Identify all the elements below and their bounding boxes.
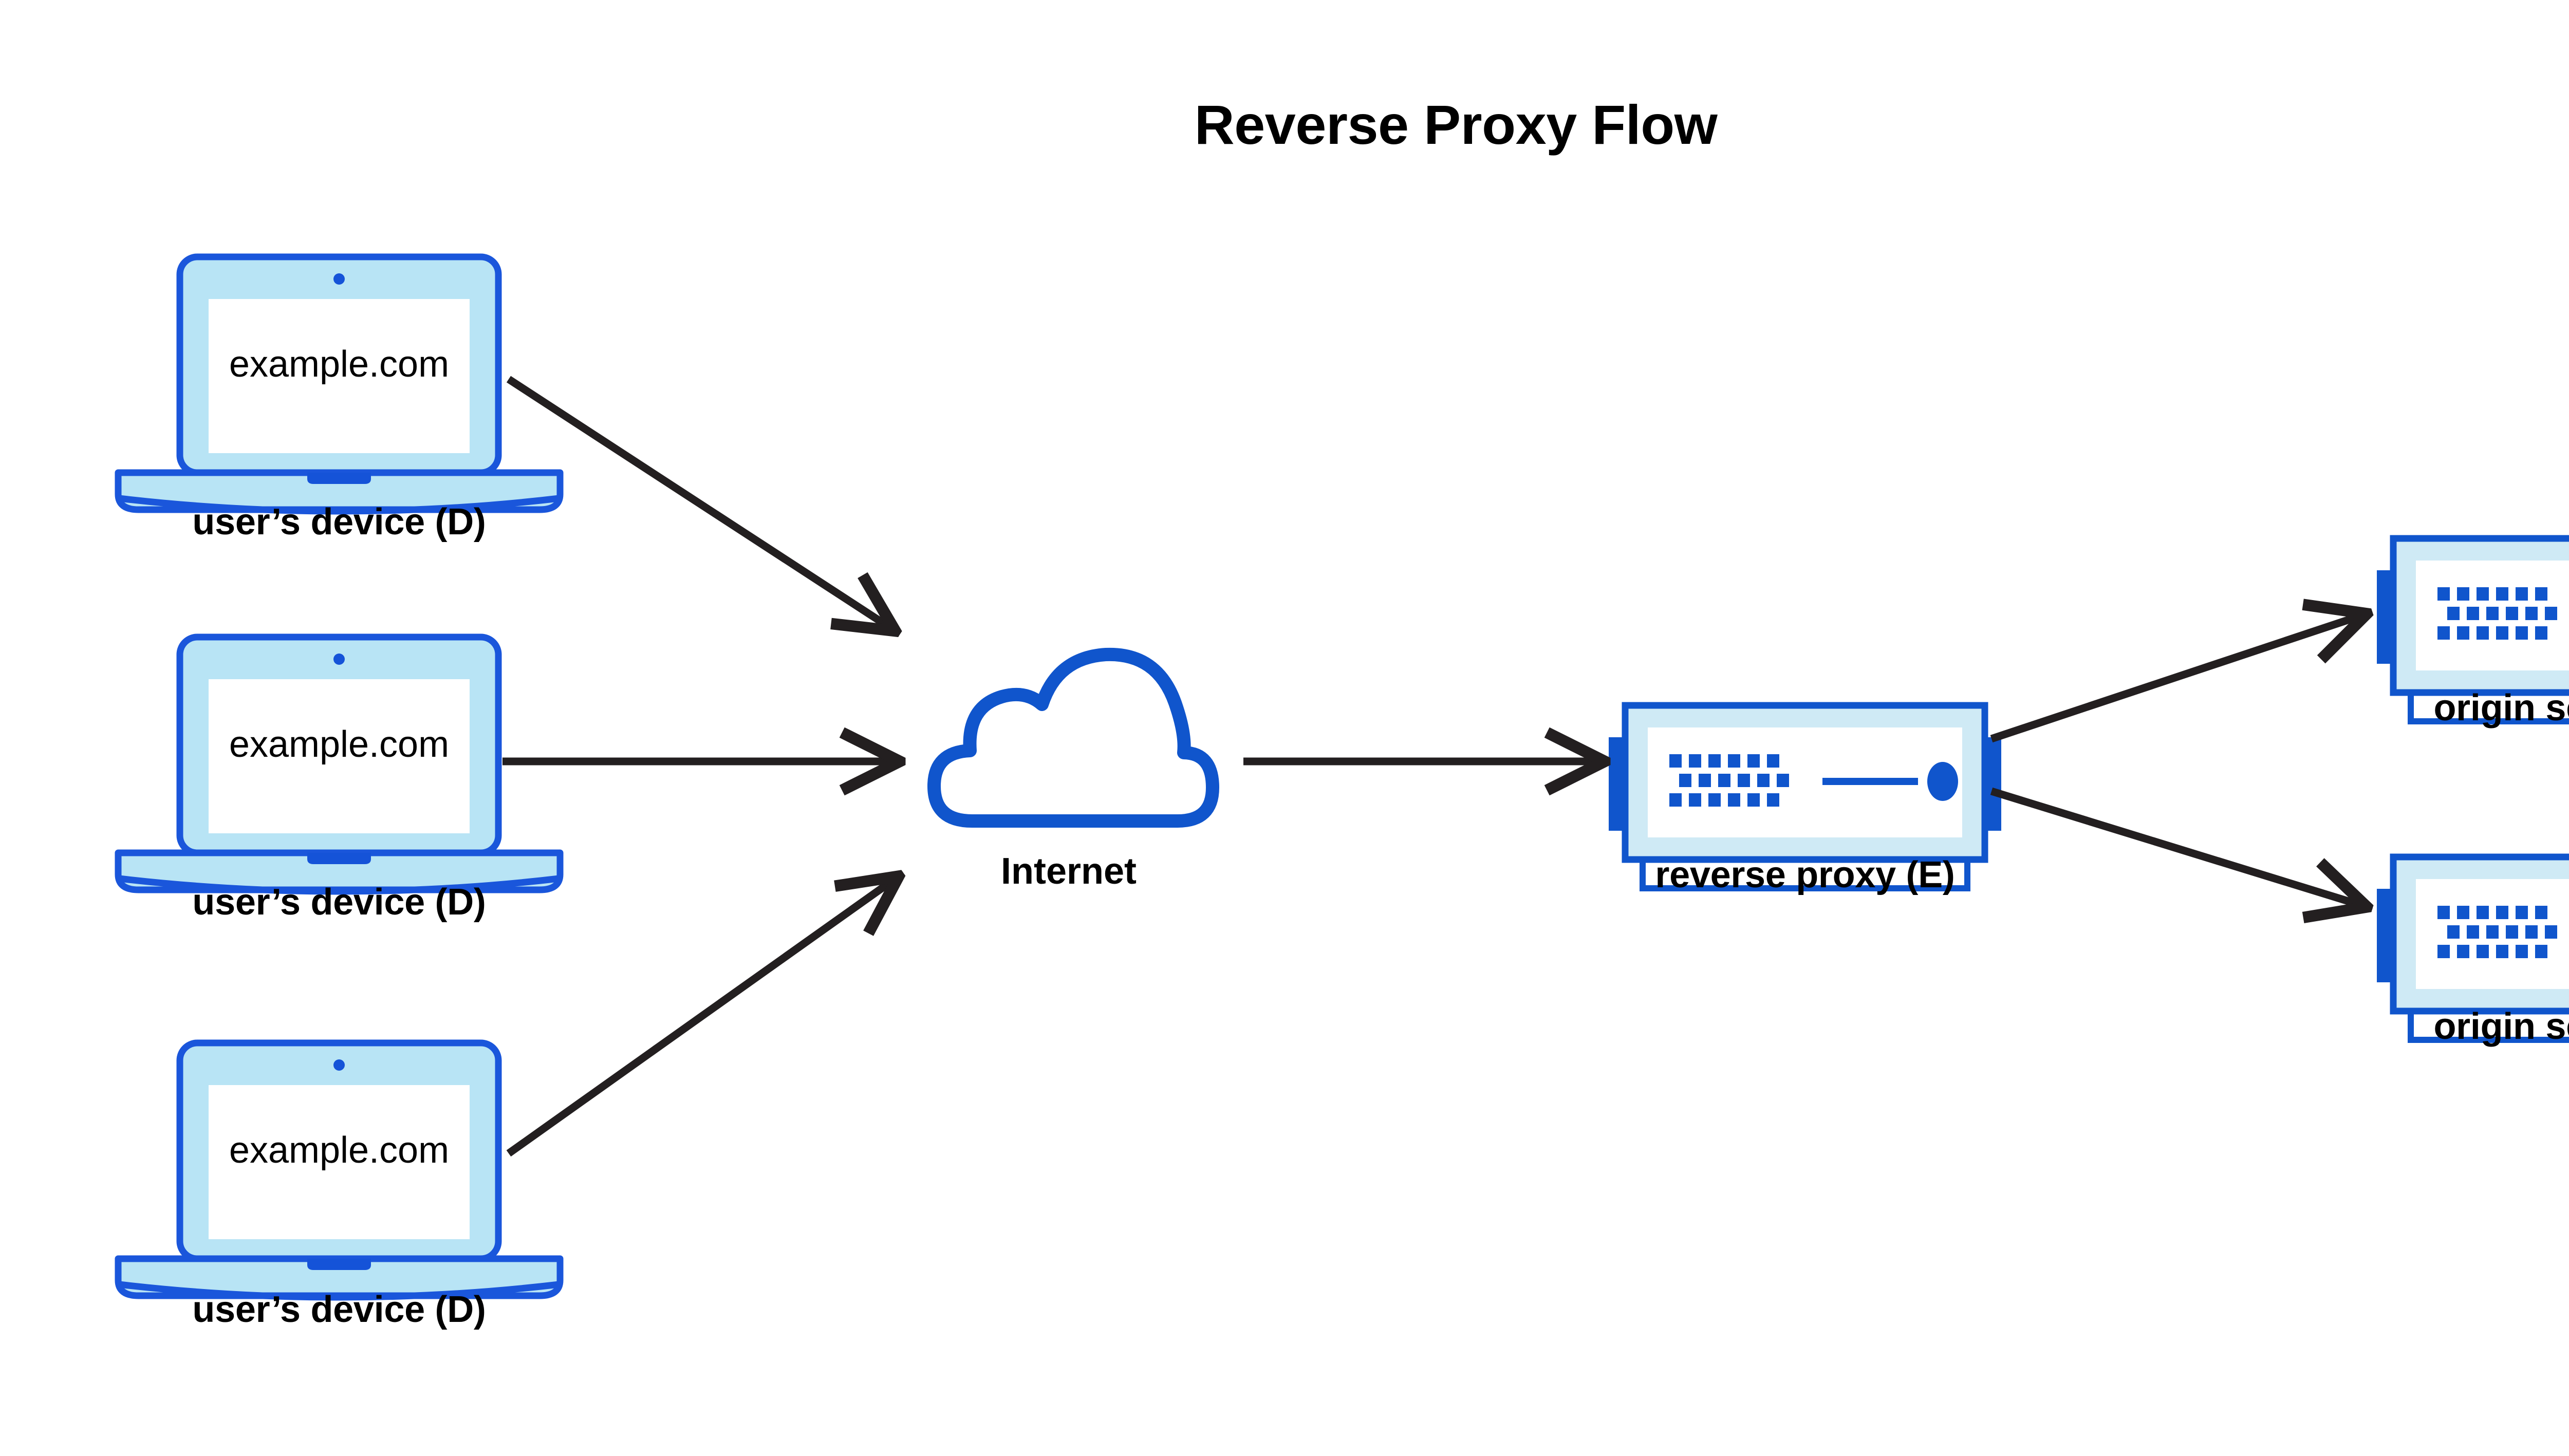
arrow-device1-to-cloud — [506, 376, 890, 628]
page-title: Reverse Proxy Flow — [1194, 94, 1718, 156]
arrow-proxy-to-origin2 — [1990, 787, 2361, 905]
user-device-2-screen-text: example.com — [229, 724, 450, 765]
user-device-1-screen-text: example.com — [229, 344, 450, 385]
internet-cloud-label: Internet — [1000, 851, 1137, 892]
user-device-2-label: user’s device (D) — [192, 882, 486, 923]
user-device-1-label: user’s device (D) — [192, 501, 486, 543]
origin-server-1-label: origin server (F) — [2433, 687, 2569, 729]
origin-server-2-label: origin server (F) — [2433, 1006, 2569, 1047]
user-device-3-screen-text: example.com — [229, 1130, 450, 1171]
reverse-proxy-label: reverse proxy (E) — [1655, 854, 1955, 895]
user-device-3-label: user’s device (D) — [192, 1289, 486, 1330]
arrow-device3-to-cloud — [506, 880, 894, 1157]
arrow-proxy-to-origin1 — [1990, 615, 2361, 743]
cloud-icon — [934, 655, 1213, 821]
